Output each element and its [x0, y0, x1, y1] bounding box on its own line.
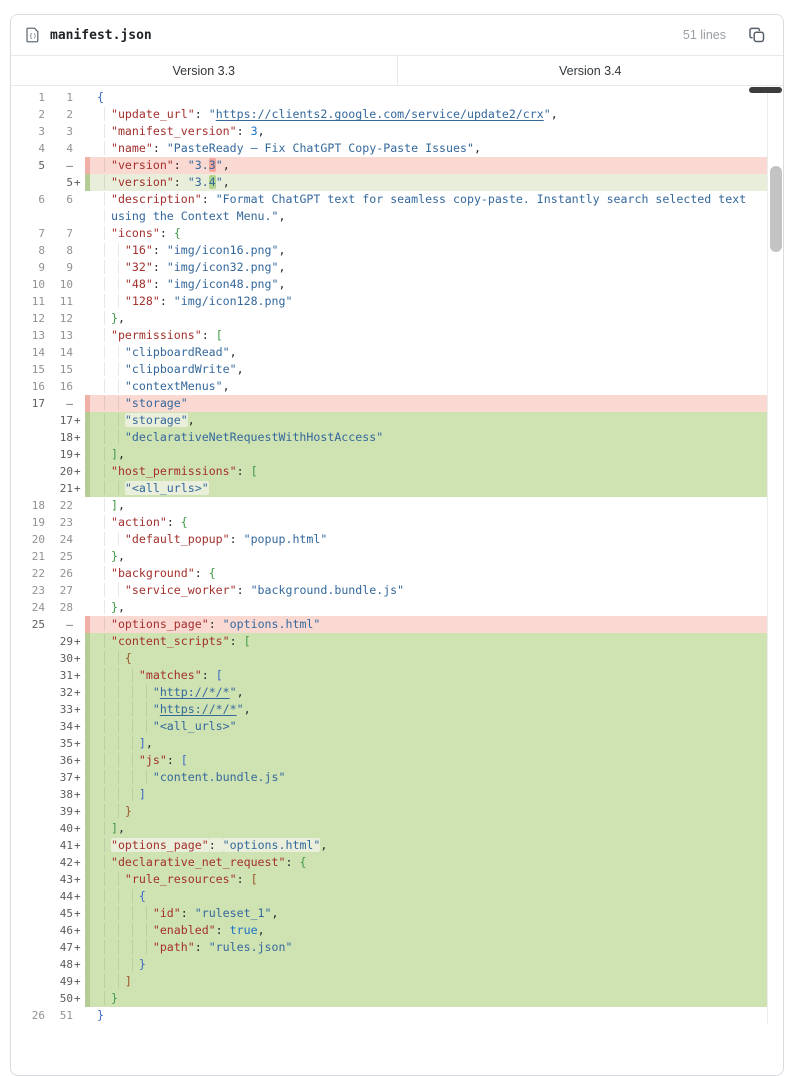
diff-row: 48+ }	[11, 956, 768, 973]
diff-row: 38+ ]	[11, 786, 768, 803]
diff-row: 39+ }	[11, 803, 768, 820]
version-column-right: Version 3.4	[396, 56, 784, 85]
diff-row: 18+ "declarativeNetRequestWithHostAccess…	[11, 429, 768, 446]
diff-row: 31+ "matches": [	[11, 667, 768, 684]
diff-row: 20+ "host_permissions": [	[11, 463, 768, 480]
diff-row: 33+ "https://*/*",	[11, 701, 768, 718]
diff-row: 45+ "id": "ruleset_1",	[11, 905, 768, 922]
diff-row: 5+ "version": "3.4",	[11, 174, 768, 191]
version-left-label: Version 3.3	[172, 63, 236, 78]
version-header-row: Version 3.3 Version 3.4	[11, 56, 783, 86]
diff-row: 40+ ],	[11, 820, 768, 837]
diff-viewer-card: {) manifest.json 51 lines Version 3.3 Ve…	[10, 14, 784, 1076]
vertical-scrollbar-track[interactable]	[767, 86, 783, 1024]
lines-count: 51 lines	[682, 28, 726, 42]
diff-row: 30+ {	[11, 650, 768, 667]
diff-row: 17– "storage"	[11, 395, 768, 412]
version-right-label: Version 3.4	[558, 63, 622, 78]
copy-button[interactable]	[745, 23, 769, 47]
diff-row: 43+ "rule_resources": [	[11, 871, 768, 888]
diff-row: 42+ "declarative_net_request": {	[11, 854, 768, 871]
copy-icon	[748, 26, 766, 44]
diff-row: 29+ "content_scripts": [	[11, 633, 768, 650]
top-scrollbar-thumb[interactable]	[749, 87, 782, 93]
vertical-scrollbar-thumb[interactable]	[770, 166, 782, 252]
diff-row: 37+ "content.bundle.js"	[11, 769, 768, 786]
version-column-left: Version 3.3	[11, 56, 397, 85]
diff-row: 36+ "js": [	[11, 752, 768, 769]
diff-row: 19+ ],	[11, 446, 768, 463]
diff-row: 41+ "options_page": "options.html",	[11, 837, 768, 854]
diff-row: 49+ ]	[11, 973, 768, 990]
svg-text:{): {)	[29, 32, 37, 40]
file-header: {) manifest.json 51 lines	[11, 15, 783, 56]
diff-row: 21+ "<all_urls>"	[11, 480, 768, 497]
diff-row: using the Context Menu.",	[11, 208, 768, 225]
diff-row: 46+ "enabled": true,	[11, 922, 768, 939]
diff-row: 35+ ],	[11, 735, 768, 752]
diff-row: 17+ "storage",	[11, 412, 768, 429]
file-name: manifest.json	[50, 27, 152, 43]
diff-row: 44+ {	[11, 888, 768, 905]
diff-row: 32+ "http://*/*",	[11, 684, 768, 701]
diff-row: 5– "version": "3.3",	[11, 157, 768, 174]
diff-row: 34+ "<all_urls>"	[11, 718, 768, 735]
diff-row: 25– "options_page": "options.html"	[11, 616, 768, 633]
diff-row: 50+ }	[11, 990, 768, 1007]
file-code-icon: {)	[25, 27, 41, 43]
diff-row: 47+ "path": "rules.json"	[11, 939, 768, 956]
